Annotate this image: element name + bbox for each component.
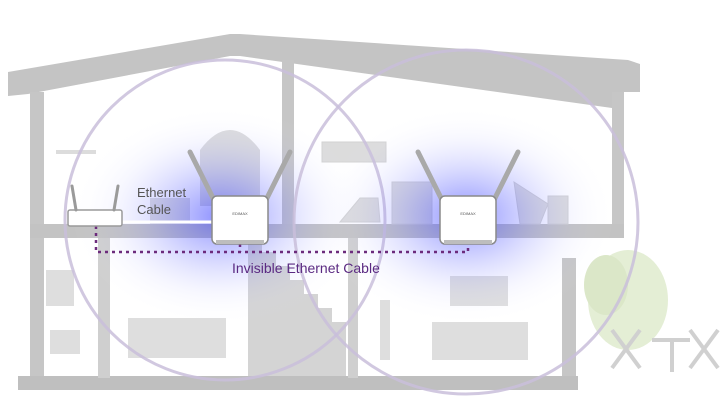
extender-1: EDIMAX bbox=[187, 149, 293, 245]
extender-2: EDIMAX bbox=[415, 149, 521, 245]
patio-furniture bbox=[610, 328, 720, 372]
ethernet-label-line2: Cable bbox=[137, 202, 171, 217]
ethernet-label-line1: Ethernet bbox=[137, 185, 187, 200]
extender-2-brand: EDIMAX bbox=[460, 211, 476, 216]
invisible-cable-path bbox=[94, 226, 470, 254]
main-router bbox=[67, 184, 123, 227]
invisible-ethernet-label: Invisible Ethernet Cable bbox=[232, 260, 380, 276]
extender-1-brand: EDIMAX bbox=[232, 211, 248, 216]
